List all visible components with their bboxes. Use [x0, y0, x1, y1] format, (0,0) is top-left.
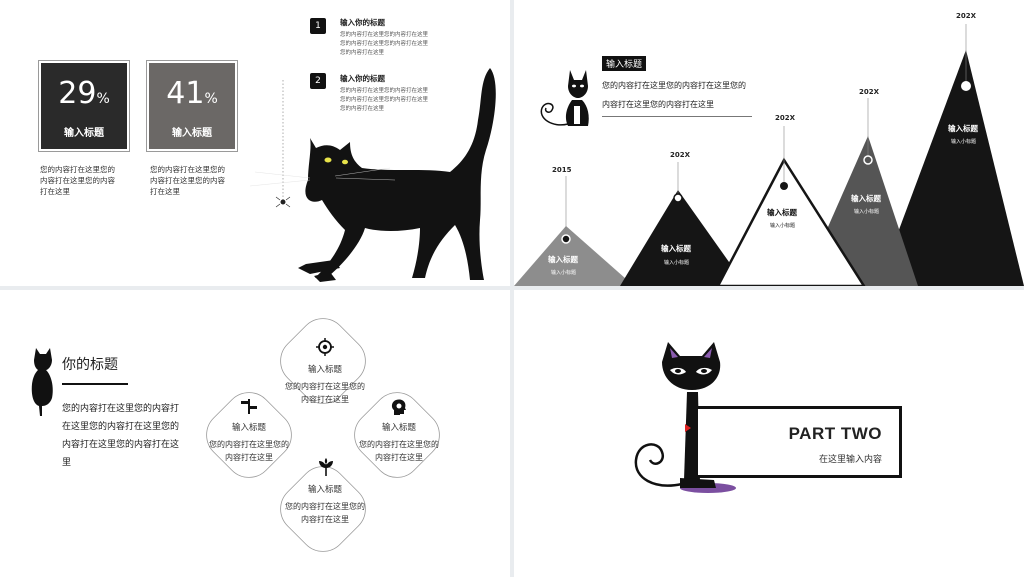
head-icon [391, 399, 406, 415]
diamond-top: 输入标题 您的内容打在这里您的内容打在这里 [273, 360, 377, 406]
diamond-shapes [206, 318, 440, 552]
peak-sub-2: 输入小标题 [664, 260, 690, 266]
item-number-2: 2 [310, 73, 326, 89]
plant-icon [319, 458, 333, 476]
item-text-1: 您的内容打在这里您的内容打在这里您的内容打在这里您的内容打在这里您的内容打在这里 [340, 32, 429, 56]
stat-value: 29 [58, 76, 97, 111]
peak-year-2: 202X [670, 151, 691, 159]
peak-sub-1: 输入小标题 [551, 270, 577, 276]
stat-description-1: 您的内容打在这里您的内容打在这里您的内容打在这里 [40, 165, 115, 196]
peak-year-3: 202X [775, 114, 796, 122]
peak-year-5: 202X [956, 12, 977, 20]
timeline-title: 输入标题 [602, 56, 647, 71]
peak-title-1: 输入标题 [548, 255, 578, 264]
stat-unit: % [96, 91, 110, 107]
diamond-right: 输入标题 您的内容打在这里您的内容打在这里 [347, 418, 451, 464]
diamond-bottom: 输入标题 您的内容打在这里您的内容打在这里 [273, 480, 377, 526]
slide-part-two: PART TWO 在这里输入内容 [514, 290, 1024, 577]
stat-label: 输入标题 [64, 128, 104, 139]
slide-stats: 29% 输入标题 41% 输入标题 您的内容打在这里您的内容打在这里您的内容打在… [0, 0, 510, 286]
part-title: PART TWO [788, 424, 882, 443]
item-title-1: 输入你的标题 [340, 18, 385, 27]
sitting-cat-icon [540, 70, 589, 126]
stat-label: 输入标题 [172, 128, 212, 139]
timeline-text: 您的内容打在这里您的内容打在这里您的内容打在这里您的内容打在这里 [602, 76, 752, 117]
peak-year-1: 2015 [552, 166, 572, 174]
diamond-left: 输入标题 您的内容打在这里您的内容打在这里 [197, 418, 301, 464]
peak-sub-3: 输入小标题 [770, 223, 796, 229]
slide-diamonds: 你的标题 您的内容打在这里您的内容打在这里您的内容打在这里您的内容打在这里您的内… [0, 290, 510, 577]
signpost-icon [241, 399, 257, 414]
diamond-text: 您的内容打在这里您的内容打在这里 [285, 502, 365, 524]
section-text: 您的内容打在这里您的内容打在这里您的内容打在这里您的内容打在这里您的内容打在这里 [62, 404, 180, 468]
peak-title-4: 输入标题 [851, 194, 881, 203]
cat-silhouette-icon [31, 348, 53, 416]
peak-title-2: 输入标题 [661, 244, 691, 253]
slide-timeline: 输入标题 您的内容打在这里您的内容打在这里您的内容打在这里您的内容打在这里 20… [514, 0, 1024, 286]
target-icon [316, 338, 334, 356]
diamond-title: 输入标题 [231, 423, 266, 433]
diamond-text: 您的内容打在这里您的内容打在这里 [285, 382, 365, 404]
cat-mascot-illustration [634, 342, 736, 493]
stat-value: 41 [166, 76, 205, 111]
diamond-text: 您的内容打在这里您的内容打在这里 [209, 440, 289, 462]
diamond-title: 输入标题 [381, 423, 416, 433]
peak-title-3: 输入标题 [767, 208, 797, 217]
stat-description-2: 您的内容打在这里您的内容打在这里您的内容打在这里 [150, 165, 225, 196]
title-underline [62, 383, 128, 385]
section-title: 你的标题 [62, 357, 118, 373]
black-cat-illustration [250, 68, 496, 282]
stat-box-2: 41% 输入标题 [146, 60, 238, 152]
diamond-title: 输入标题 [307, 365, 342, 375]
diamond-title: 输入标题 [307, 485, 342, 495]
peak-sub-5: 输入小标题 [951, 139, 977, 145]
peak-title-5: 输入标题 [948, 124, 978, 133]
stat-box-1: 29% 输入标题 [38, 60, 130, 152]
peak-sub-4: 输入小标题 [854, 209, 880, 215]
diamond-text: 您的内容打在这里您的内容打在这里 [359, 440, 439, 462]
item-title-2: 输入你的标题 [340, 74, 385, 83]
peak-year-4: 202X [859, 88, 880, 96]
item-text-2: 您的内容打在这里您的内容打在这里您的内容打在这里您的内容打在这里您的内容打在这里 [340, 88, 429, 112]
stat-unit: % [204, 91, 218, 107]
title-box [695, 406, 902, 478]
part-subtitle: 在这里输入内容 [818, 455, 882, 465]
mountain-chart [514, 24, 1024, 286]
item-number-1: 1 [310, 18, 326, 34]
